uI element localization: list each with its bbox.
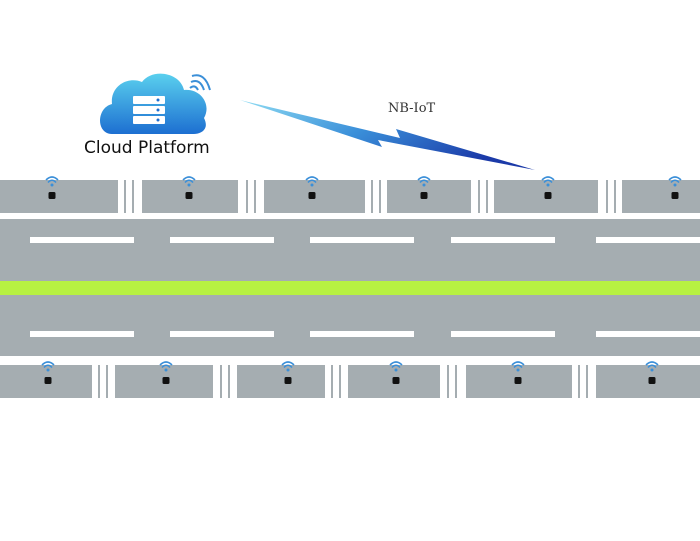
road bbox=[0, 214, 700, 361]
nb-iot-label: NB-IoT bbox=[388, 101, 436, 116]
parking-space bbox=[622, 180, 700, 213]
upper-parking-row bbox=[0, 180, 700, 213]
parking-space bbox=[387, 180, 471, 213]
median-strip bbox=[0, 281, 700, 295]
lane-markings-upper bbox=[30, 237, 700, 243]
lane-markings-lower bbox=[30, 331, 700, 337]
parking-space bbox=[237, 365, 325, 398]
lightning-bolt-icon bbox=[240, 100, 535, 170]
parking-space bbox=[596, 365, 700, 398]
upper-dividers bbox=[124, 180, 616, 213]
lower-parking-row bbox=[0, 365, 700, 398]
cloud-wifi-icon bbox=[189, 74, 211, 91]
lower-dividers bbox=[98, 365, 588, 398]
cloud-platform-label: Cloud Platform bbox=[84, 138, 210, 158]
parking-space bbox=[0, 180, 118, 213]
cloud-server-icon bbox=[100, 73, 207, 134]
